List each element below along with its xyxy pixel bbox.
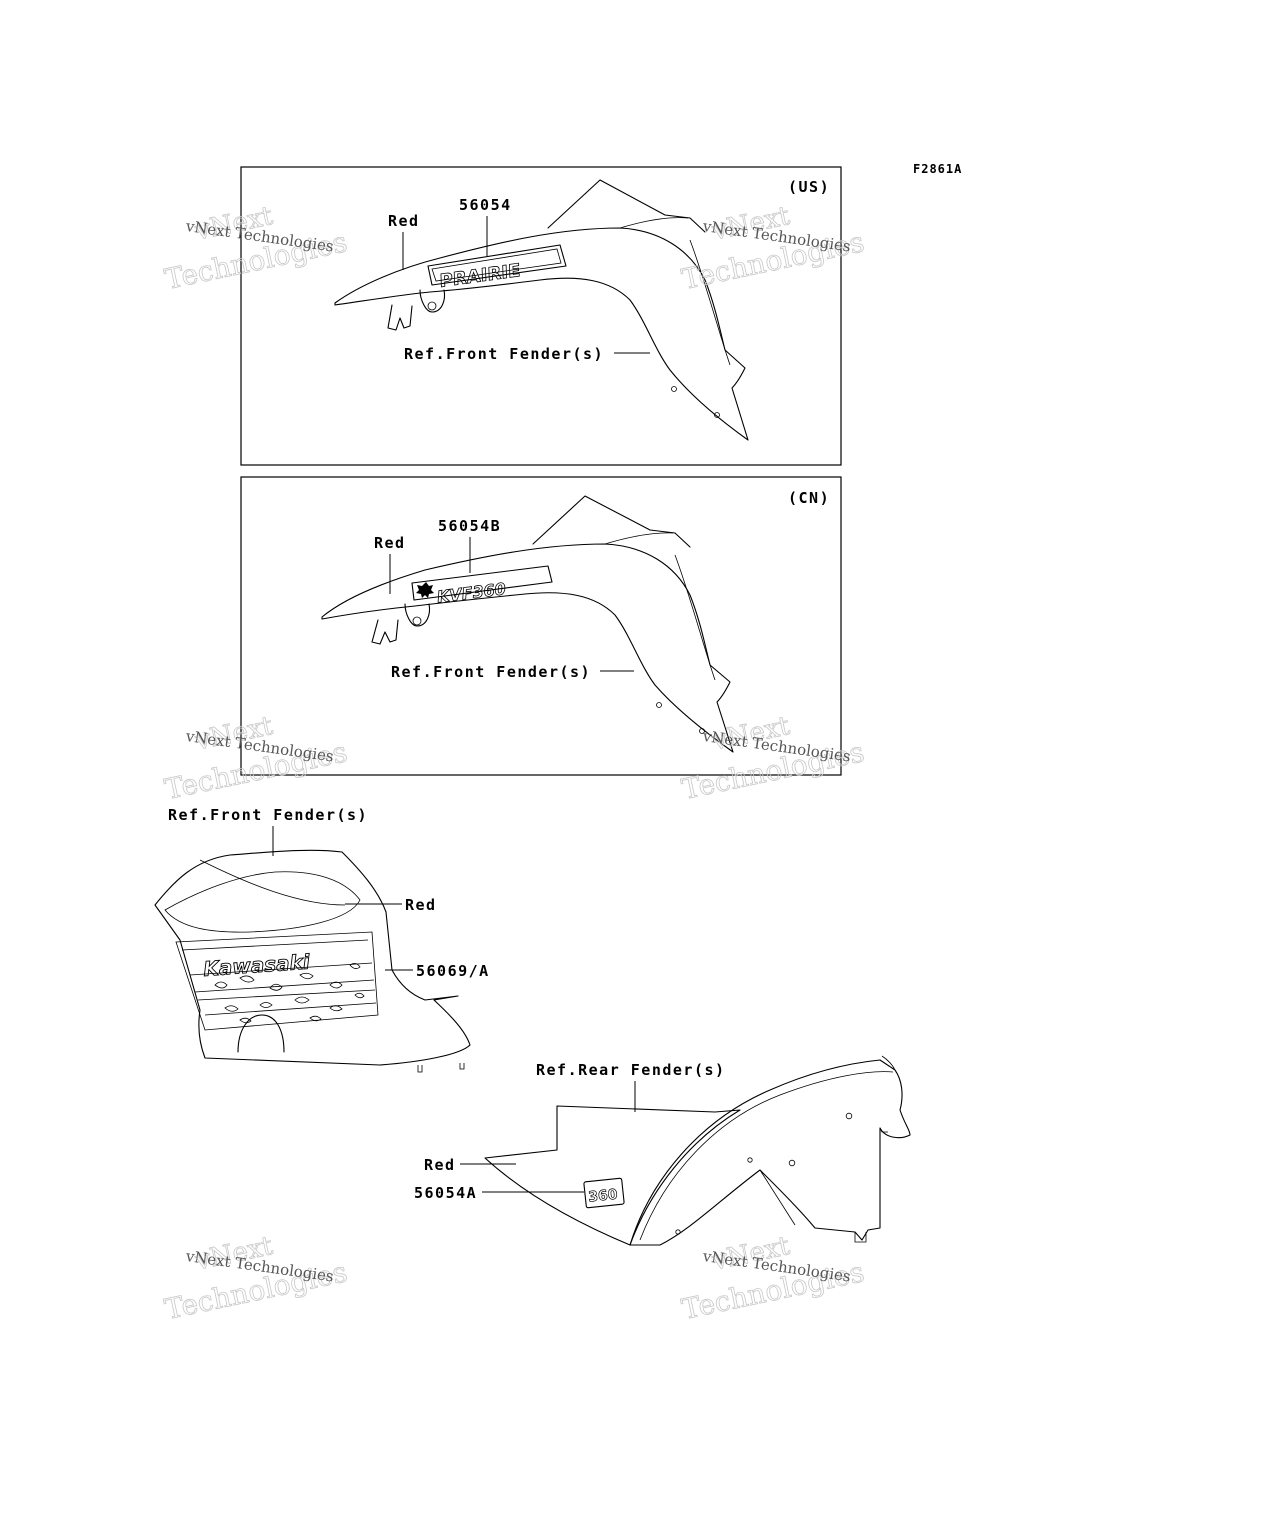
decal-360: 360: [583, 1177, 625, 1209]
ref-label-us: Ref.Front Fender(s): [404, 345, 604, 363]
front-side-color-label: Red: [405, 896, 437, 914]
front-side-body: [154, 849, 471, 1066]
part-number-cn: 56054B: [438, 517, 501, 535]
camo-pattern: [214, 963, 365, 1024]
front-side-cover: Ref.Front Fender(s) Kawasaki: [154, 806, 490, 1073]
maple-leaf-icon: [416, 582, 434, 598]
rear-fender: Ref.Rear Fender(s) 360 Red 56054A: [414, 1055, 911, 1246]
part-number-us: 56054: [459, 196, 512, 214]
panel-us-frame: [240, 166, 842, 466]
panel-cn-frame: [240, 476, 842, 776]
fender-mount-us: [419, 289, 446, 313]
fender-bracket-cn: [371, 619, 399, 645]
fender-body-cn: [321, 543, 734, 753]
wheel-arch: [237, 1014, 285, 1053]
region-us: (US): [788, 178, 830, 196]
fender-body-us: [334, 227, 749, 441]
fender-bracket-us: [387, 304, 413, 331]
decal-kawasaki-panel: [175, 931, 379, 1031]
rear-fender-side: [484, 1105, 741, 1246]
fender-top-cn: [532, 495, 691, 548]
rear-ref-label: Ref.Rear Fender(s): [536, 1061, 726, 1079]
fender-top-us: [547, 179, 706, 233]
region-cn: (CN): [788, 489, 830, 507]
color-label-us: Red: [388, 212, 420, 230]
decal-kvf: KVF360: [411, 565, 553, 607]
rear-part-number: 56054A: [414, 1184, 477, 1202]
panel-us: (US) PRAIRIE Red 56054 Ref.Front Fender(…: [240, 166, 842, 466]
figure-code: F2861A: [913, 162, 962, 176]
decal-360-text: 360: [588, 1187, 619, 1206]
rear-color-label: Red: [424, 1156, 456, 1174]
decal-kvf-text: KVF360: [436, 579, 507, 606]
decal-kawasaki-text: Kawasaki: [203, 949, 312, 980]
color-label-cn: Red: [374, 534, 406, 552]
front-fender-us: PRAIRIE: [334, 179, 749, 441]
front-side-ref-label: Ref.Front Fender(s): [168, 806, 368, 824]
front-side-part-number: 56069/A: [416, 962, 490, 980]
fender-mount-cn: [404, 603, 431, 627]
front-side-seat-area: [164, 871, 361, 933]
rear-fender-arch: [629, 1059, 911, 1246]
ref-label-cn: Ref.Front Fender(s): [391, 663, 591, 681]
